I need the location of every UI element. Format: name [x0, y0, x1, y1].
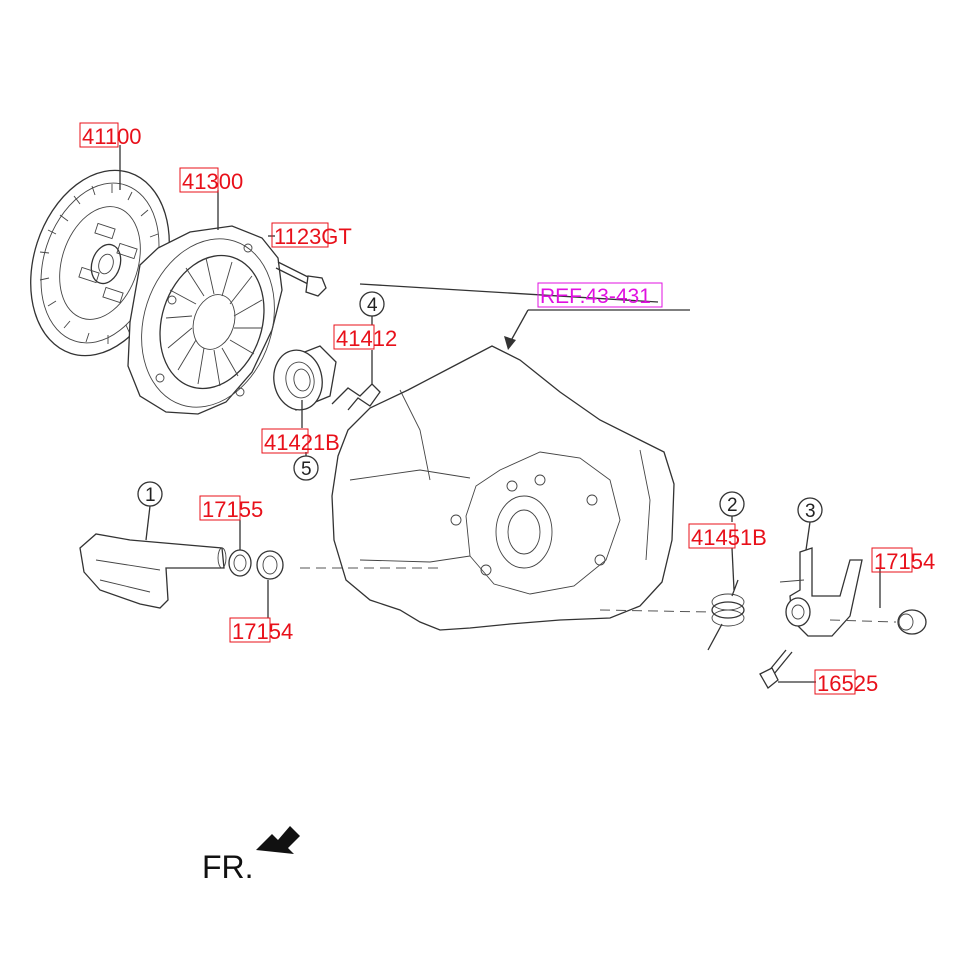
label-ref-text: REF.43-431 [540, 285, 651, 308]
fork-bolt-drawing [759, 649, 793, 689]
release-fork-drawing [779, 547, 863, 637]
bushings-left-drawing [228, 549, 284, 580]
callout-2-text: 2 [727, 495, 738, 516]
callout-4: 4 [359, 291, 385, 317]
label-41300-text: 41300 [182, 169, 243, 194]
front-indicator: FR. [202, 826, 300, 885]
label-17154-right-text: 17154 [874, 549, 935, 574]
transmission-housing-drawing [331, 345, 675, 631]
callout-4-text: 4 [367, 295, 378, 316]
label-1123gt-text: 1123GT [274, 224, 352, 249]
spring-drawing [707, 579, 745, 651]
label-41421b-text: 41421B [264, 430, 340, 455]
label-17154-left-text: 17154 [232, 619, 293, 644]
label-41451b-text: 41451B [691, 525, 767, 550]
leader-lines [119, 145, 881, 683]
bolt-drawing [275, 261, 327, 297]
front-label: FR. [202, 849, 254, 885]
label-41100-text: 41100 [82, 124, 142, 149]
fork-shaft-drawing [79, 533, 227, 609]
assembly-lines [300, 567, 897, 623]
front-arrow-icon [256, 826, 300, 854]
callout-1: 1 [137, 481, 163, 507]
callout-2: 2 [719, 491, 745, 517]
label-41412-text: 41412 [336, 326, 397, 351]
label-16525: 16525 [814, 669, 878, 696]
label-41451b: 41451B [688, 523, 767, 550]
callout-1-text: 1 [145, 485, 156, 506]
bushing-right-drawing [897, 609, 927, 635]
label-17155-text: 17155 [202, 497, 263, 522]
label-17154-right: 17154 [871, 547, 935, 574]
label-41421b: 41421B [261, 428, 340, 455]
callout-3: 3 [797, 497, 823, 523]
label-17155: 17155 [199, 495, 263, 522]
release-bearing-drawing [273, 345, 337, 411]
label-17154-left: 17154 [229, 617, 293, 644]
label-16525-text: 16525 [817, 671, 878, 696]
label-41100: 41100 [79, 122, 142, 149]
clip-drawing [331, 383, 381, 411]
callout-5: 5 [293, 455, 319, 481]
label-ref: REF.43-431 [537, 282, 663, 308]
label-1123gt: 1123GT [271, 222, 352, 249]
label-41300: 41300 [179, 167, 243, 194]
callout-5-text: 5 [301, 459, 312, 480]
callout-3-text: 3 [805, 501, 816, 522]
label-41412: 41412 [333, 324, 397, 351]
pressure-plate-drawing [127, 225, 283, 415]
